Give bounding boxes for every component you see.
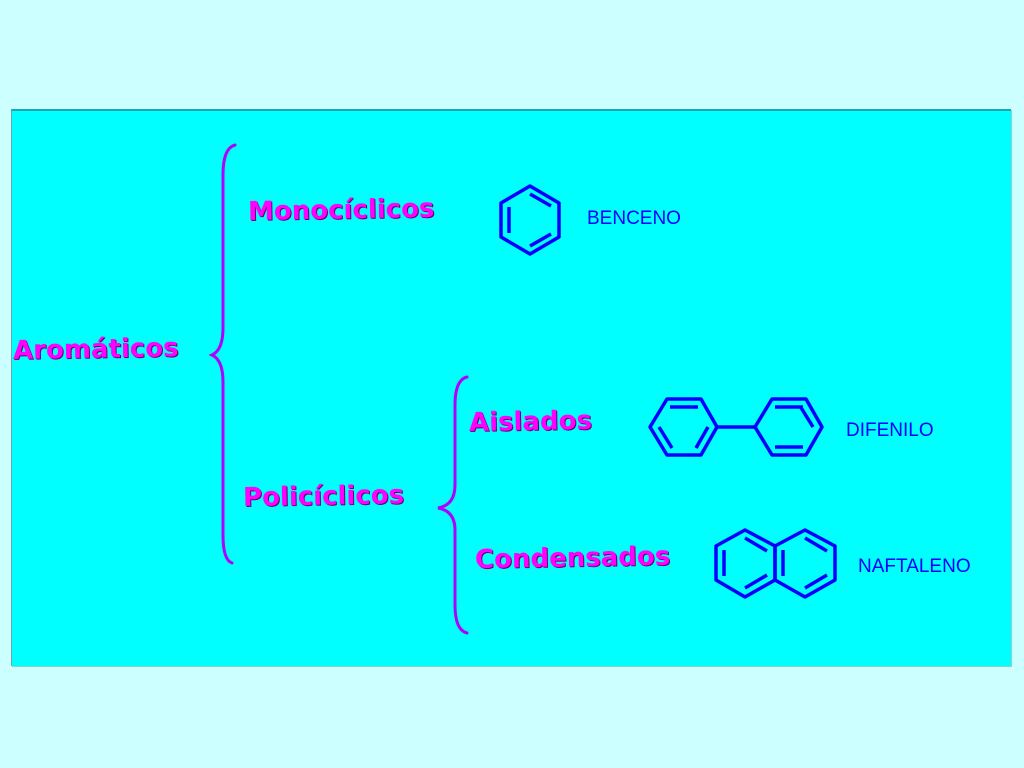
slide-panel xyxy=(11,109,1011,666)
main-brace xyxy=(208,143,237,565)
branch-label-monociclicos: Monocíclicos xyxy=(247,193,435,227)
branch-label-policiclicos: Policíclicos xyxy=(242,480,405,513)
compound-name-benceno: BENCENO xyxy=(587,208,681,229)
benzene-structure-icon xyxy=(499,184,561,256)
biphenyl-structure-icon xyxy=(648,397,824,457)
root-label-aromaticos: Aromáticos xyxy=(12,333,179,366)
compound-name-difenilo: DIFENILO xyxy=(846,420,934,441)
branch-label-condensados: Condensados xyxy=(474,541,671,575)
branch-label-aislados: Aislados xyxy=(468,405,593,438)
compound-name-naftaleno: NAFTALENO xyxy=(858,556,971,577)
policiclicos-brace xyxy=(437,375,469,635)
naphthalene-structure-icon xyxy=(714,528,837,599)
